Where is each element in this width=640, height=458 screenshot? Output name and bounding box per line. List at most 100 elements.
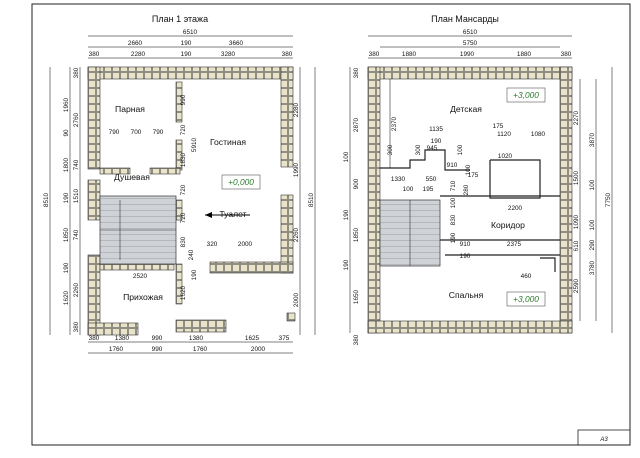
plan2-inner-7: 910 xyxy=(447,162,458,169)
plan2-inner-21: 910 xyxy=(460,241,471,248)
plan2-inner-4: 190 xyxy=(431,138,442,145)
plan1-inner-6: 1830 xyxy=(180,152,187,167)
plan1-right-0: 2280 xyxy=(293,102,300,117)
plan1-left1-6: 380 xyxy=(73,321,80,332)
plan1-top2-0: 380 xyxy=(89,51,100,58)
plan2-staircase xyxy=(379,199,441,267)
plan1-top1-0: 2660 xyxy=(128,40,143,47)
plan1-bot1-0: 380 xyxy=(89,335,100,342)
plan2-partitions xyxy=(380,149,560,272)
plan2-left-2: 100 xyxy=(343,151,350,162)
plan1-inner-3: 990 xyxy=(180,94,187,105)
plan2-right2-4: 3780 xyxy=(589,260,596,275)
plan1-left2-4: 1850 xyxy=(63,227,70,242)
plan1-left1-2: 740 xyxy=(73,159,80,170)
plan1-right-1: 1990 xyxy=(293,162,300,177)
room-parnaya: Парная xyxy=(115,104,145,114)
plan2-inner-25: 300 xyxy=(415,144,422,155)
plan2-inner-6: 300 xyxy=(387,144,394,155)
plan2-top1-0: 5750 xyxy=(463,40,478,47)
plan2-right2-3: 290 xyxy=(589,239,596,250)
plan2-right2-1: 100 xyxy=(589,179,596,190)
plan-first-floor: План 1 этажа xyxy=(43,14,316,354)
plan2-top2-2: 1990 xyxy=(460,51,475,58)
plan2-inner-11: 1330 xyxy=(391,176,406,183)
title-block xyxy=(577,429,631,446)
plan1-left2-2: 1800 xyxy=(63,157,70,172)
plan1-title: План 1 этажа xyxy=(152,14,208,24)
plan2-left-6: 190 xyxy=(343,259,350,270)
plan1-bot1-3: 1380 xyxy=(189,335,204,342)
plan2-inner-23: 190 xyxy=(460,253,471,260)
plan1-inner-1: 700 xyxy=(131,129,142,136)
plan1-left1-3: 1510 xyxy=(73,188,80,203)
plan1-top2-1: 2280 xyxy=(131,51,146,58)
plan1-bot1-5: 375 xyxy=(279,335,290,342)
plan1-bot1-1: 1380 xyxy=(115,335,130,342)
plan1-inner-0: 790 xyxy=(109,129,120,136)
sheet-number: А3 xyxy=(599,437,608,443)
plan2-left2-0: 2370 xyxy=(391,116,398,131)
plan1-inner-12: 2000 xyxy=(238,241,253,248)
plan2-left-4: 190 xyxy=(343,209,350,220)
plan1-top2-3: 3280 xyxy=(221,51,236,58)
plan2-right-overall: 7750 xyxy=(605,192,612,207)
plan2-top2-3: 1880 xyxy=(517,51,532,58)
plan2-inner-12: 100 xyxy=(403,186,414,193)
plan1-left1-4: 740 xyxy=(73,229,80,240)
sheet-frame xyxy=(31,3,631,446)
room-koridor: Коридор xyxy=(491,220,525,230)
elevation-mark: +0,000 xyxy=(228,177,254,187)
plan2-title: План Мансарды xyxy=(431,14,499,24)
plan2-inner-3: 1080 xyxy=(531,131,546,138)
plan1-inner-4: 720 xyxy=(180,124,187,135)
plan1-inner-8: 720 xyxy=(180,212,187,223)
plan2-inner-2: 1120 xyxy=(497,131,511,138)
room-dushevaya: Душевая xyxy=(114,172,150,182)
plan1-inner-7: 720 xyxy=(180,184,187,195)
plan1-bot1-2: 990 xyxy=(152,335,163,342)
plan1-inner-14: 1620 xyxy=(180,285,187,300)
room-spalnya: Спальня xyxy=(449,290,484,300)
plan2-top2-4: 380 xyxy=(561,51,572,58)
plan1-bot2-2: 1760 xyxy=(193,346,208,353)
plan2-top-overall: 6510 xyxy=(463,29,478,36)
plan1-top2-2: 190 xyxy=(181,51,192,58)
plan1-walls xyxy=(87,66,296,336)
elevation-box-top xyxy=(506,87,546,103)
plan1-top1-2: 3660 xyxy=(229,40,244,47)
plan2-walls xyxy=(367,66,573,334)
elevation-mark-top: +3,000 xyxy=(513,90,539,100)
plan2-inner-0: 1135 xyxy=(429,126,443,133)
plan2-top2-1: 1880 xyxy=(402,51,417,58)
room-prihozhaya: Прихожая xyxy=(123,292,163,302)
plan1-bot2-0: 1760 xyxy=(109,346,124,353)
plan2-top2-0: 380 xyxy=(369,51,380,58)
plan2-right1-2: 1090 xyxy=(573,214,580,229)
plan1-left2-6: 1620 xyxy=(63,290,70,305)
plan1-bot2-3: 2000 xyxy=(251,346,266,353)
plan2-inner-9: 100 xyxy=(457,144,464,155)
plan1-top2-4: 380 xyxy=(282,51,293,58)
plan2-inner-18: 2200 xyxy=(508,205,523,212)
plan1-left-overall: 8510 xyxy=(43,192,50,207)
plan1-inner-11: 320 xyxy=(207,241,218,248)
plan-attic: План Мансарды Детская Коридор Спальня +3… xyxy=(343,14,613,345)
plan1-left1-5: 2260 xyxy=(73,282,80,297)
plan2-inner-19: 830 xyxy=(450,214,457,225)
plan2-inner-10: 1020 xyxy=(498,153,513,160)
plan1-right-overall: 8510 xyxy=(308,192,315,207)
plan2-left-7: 1650 xyxy=(353,289,360,304)
plan2-inner-20: 190 xyxy=(450,232,457,243)
plan1-right-2: 2260 xyxy=(293,227,300,242)
plan2-right1-0: 2270 xyxy=(573,110,580,125)
plan1-inner-13: 2520 xyxy=(133,273,148,280)
plan1-inner-2: 790 xyxy=(153,129,164,136)
elevation-box xyxy=(221,174,261,190)
plan2-right2-0: 3870 xyxy=(589,132,596,147)
plan1-left1-0: 380 xyxy=(73,67,80,78)
plan2-inner-15: 280 xyxy=(463,184,470,195)
plan2-right1-4: 2590 xyxy=(573,278,580,293)
